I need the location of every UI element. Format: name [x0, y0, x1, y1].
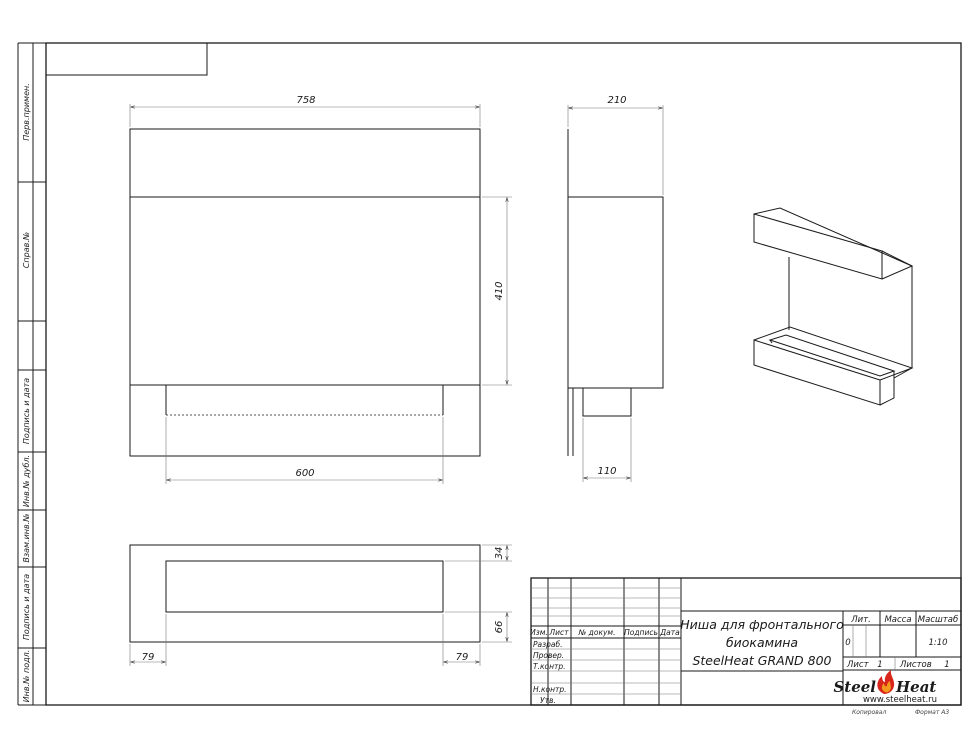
label-format: Формат A3: [915, 709, 949, 716]
label-copied: Копировал: [852, 709, 886, 716]
value-scale: 1:10: [928, 638, 947, 648]
header-doc: № докум.: [578, 628, 616, 637]
label-scale: Масштаб: [918, 615, 958, 625]
header-date: Дата: [659, 628, 680, 637]
brand-name-heat: Heat: [895, 678, 936, 696]
dim-side-bottom: 110: [597, 466, 616, 477]
side-label-inv-podl: Инв.№ подл.: [22, 650, 31, 703]
dim-front-width: 758: [296, 95, 315, 106]
top-view: 34 66 79 79: [129, 544, 512, 666]
side-view: 210 110: [567, 95, 664, 482]
header-izm: Изм.: [530, 628, 548, 637]
side-stamp: Перв.примен. Справ.№ Подпись и дата Инв.…: [22, 83, 31, 702]
brand-name-steel: Steel: [833, 678, 876, 696]
role-razrab: Разраб.: [533, 640, 562, 649]
drawing-title-line1: Ниша для фронтального: [680, 617, 844, 632]
brand-website: www.steelheat.ru: [863, 695, 937, 705]
dim-top-height: 34: [494, 547, 505, 560]
front-view: 758 410 600: [129, 95, 512, 484]
dim-front-height: 410: [494, 281, 505, 300]
header-list: Лист: [548, 628, 569, 637]
dim-side-depth: 210: [607, 95, 626, 106]
value-lit: 0: [845, 638, 850, 648]
label-sheets: Листов: [899, 660, 932, 670]
dim-right-margin: 79: [456, 652, 469, 663]
label-lit: Лит.: [850, 615, 871, 625]
side-label-perv-primen: Перв.примен.: [22, 83, 31, 141]
label-mass: Масса: [884, 615, 911, 625]
role-prover: Провер.: [533, 651, 564, 660]
label-sheet: Лист: [846, 660, 870, 670]
dim-left-margin: 79: [142, 652, 155, 663]
side-label-podpis-data-1: Подпись и дата: [22, 378, 31, 444]
side-label-vzam-inv: Взам.инв.№: [22, 513, 31, 562]
sheet-frame: [17, 42, 962, 706]
drawing-title-line2: биокамина: [726, 635, 798, 650]
side-label-sprav: Справ.№: [22, 232, 31, 268]
side-label-inv-dubl: Инв.№ дубл.: [22, 455, 31, 507]
brand-logo: Steel Heat www.steelheat.ru: [833, 670, 937, 705]
isometric-view: [753, 207, 914, 406]
role-utv: Утв.: [540, 696, 556, 705]
dim-top-offset: 66: [494, 621, 505, 634]
value-sheets: 1: [944, 660, 949, 670]
header-sign: Подпись: [624, 628, 658, 637]
value-sheet: 1: [877, 660, 882, 670]
side-label-podpis-data-2: Подпись и дата: [22, 574, 31, 640]
role-nkontr: Н.контр.: [533, 685, 567, 694]
title-block: Изм. Лист № докум. Подпись Дата Разраб. …: [530, 577, 962, 716]
flame-icon: [877, 670, 895, 694]
role-tkontr: Т.контр.: [533, 662, 566, 671]
dim-front-opening: 600: [295, 468, 314, 479]
drawing-title-line3: SteelHeat GRAND 800: [692, 653, 831, 668]
